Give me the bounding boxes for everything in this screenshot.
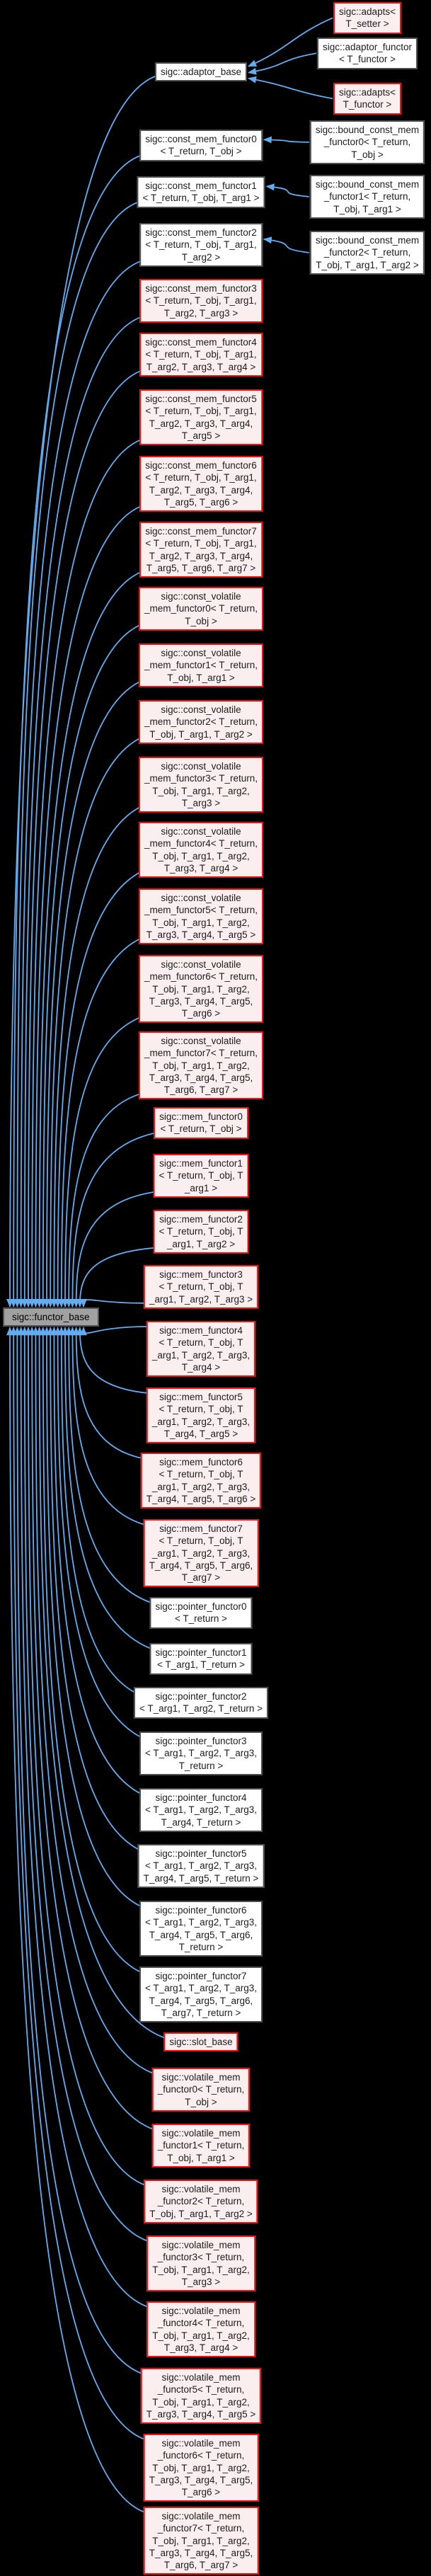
class-node-pointer-functor6[interactable]: sigc::pointer_functor6 < T_arg1, T_arg2,…	[139, 1901, 263, 1957]
inheritance-edge	[69, 1132, 156, 1307]
inheritance-edge	[35, 1327, 166, 2039]
class-node-const-mem-functor0[interactable]: sigc::const_mem_functor0 < T_return, T_o…	[139, 130, 263, 161]
class-node-pointer-functor5[interactable]: sigc::pointer_functor5 < T_arg1, T_arg2,…	[137, 1844, 265, 1888]
inheritance-edge	[6, 75, 157, 1307]
class-node-volatile-mem-functor4[interactable]: sigc::volatile_mem _functor4< T_return, …	[146, 2301, 255, 2358]
inheritance-edge	[35, 571, 142, 1307]
inheritance-edge	[76, 1247, 155, 1307]
inheritance-edge	[10, 1327, 146, 2440]
class-node-mem-functor2[interactable]: sigc::mem_functor2 < T_return, T_obj, T …	[153, 1210, 249, 1254]
inheritance-edge	[57, 1327, 136, 1693]
class-node-const-volatile-mem-functor7[interactable]: sigc::const_volatile _mem_functor7< T_re…	[139, 1031, 263, 1100]
class-node-const-volatile-mem-functor2[interactable]: sigc::const_volatile _mem_functor2< T_re…	[139, 700, 263, 744]
class-node-volatile-mem-functor1[interactable]: sigc::volatile_mem _functor1< T_return, …	[151, 2124, 251, 2168]
class-node-const-volatile-mem-functor5[interactable]: sigc::const_volatile _mem_functor5< T_re…	[139, 888, 263, 945]
class-node-const-mem-functor1[interactable]: sigc::const_mem_functor1 < T_return, T_o…	[137, 176, 265, 208]
class-node-const-mem-functor6[interactable]: sigc::const_mem_functor6 < T_return, T_o…	[139, 456, 263, 513]
class-node-const-mem-functor3[interactable]: sigc::const_mem_functor3 < T_return, T_o…	[139, 279, 263, 323]
class-node-const-volatile-mem-functor0[interactable]: sigc::const_volatile _mem_functor0< T_re…	[139, 587, 263, 631]
class-node-pointer-functor4[interactable]: sigc::pointer_functor4 < T_arg1, T_arg2,…	[139, 1788, 263, 1832]
inheritance-edge	[80, 1298, 145, 1307]
inheritance-edge	[69, 1327, 145, 1525]
class-node-volatile-mem-functor3[interactable]: sigc::volatile_mem _functor3< T_return, …	[146, 2236, 255, 2292]
inheritance-edge	[39, 1327, 142, 1973]
class-node-mem-functor1[interactable]: sigc::mem_functor1 < T_return, T_obj, T …	[153, 1154, 249, 1198]
class-node-volatile-mem-functor2[interactable]: sigc::volatile_mem _functor2< T_return, …	[144, 2180, 258, 2223]
inheritance-edge	[62, 1017, 141, 1307]
inheritance-edge	[248, 52, 317, 75]
class-node-adapts-functor[interactable]: sigc::adapts< T_functor >	[333, 83, 401, 115]
inheritance-edge	[21, 1327, 149, 2242]
class-node-mem-functor6[interactable]: sigc::mem_functor6 < T_return, T_obj, T …	[140, 1453, 262, 1509]
inheritance-edge	[248, 17, 333, 67]
inheritance-edge	[17, 260, 142, 1307]
inheritance-edge	[47, 1327, 140, 1850]
inheritance-edge	[263, 236, 309, 253]
class-node-bound-const-mem-functor2[interactable]: sigc::bound_const_mem _functor2< T_retur…	[309, 231, 425, 275]
inheritance-edge	[54, 1327, 142, 1738]
inheritance-edge	[10, 154, 142, 1307]
inheritance-edge	[28, 439, 142, 1307]
inheritance-edge	[265, 183, 309, 198]
inheritance-edge	[62, 1327, 151, 1649]
class-node-mem-functor5[interactable]: sigc::mem_functor5 < T_return, T_obj, T …	[146, 1387, 256, 1444]
class-node-const-mem-functor2[interactable]: sigc::const_mem_functor2 < T_return, T_o…	[139, 223, 263, 267]
inheritance-edge	[25, 1327, 146, 2186]
class-node-mem-functor0[interactable]: sigc::mem_functor0 < T_return, T_obj >	[154, 1107, 248, 1139]
class-node-bound-const-mem-functor1[interactable]: sigc::bound_const_mem _functor1< T_retur…	[309, 175, 425, 219]
inheritance-edge	[80, 1326, 148, 1336]
inheritance-edge	[39, 624, 141, 1307]
inheritance-edge	[6, 1327, 146, 2513]
class-node-pointer-functor7[interactable]: sigc::pointer_functor7 < T_arg1, T_arg2,…	[139, 1967, 263, 2023]
class-node-const-mem-functor5[interactable]: sigc::const_mem_functor5 < T_return, T_o…	[139, 389, 263, 446]
class-node-mem-functor4[interactable]: sigc::mem_functor4 < T_return, T_obj, T …	[146, 1321, 256, 1378]
class-node-slot-base[interactable]: sigc::slot_base	[163, 2032, 239, 2052]
class-node-pointer-functor0[interactable]: sigc::pointer_functor0 < T_return >	[149, 1597, 253, 1629]
class-node-const-volatile-mem-functor4[interactable]: sigc::const_volatile _mem_functor4< T_re…	[139, 822, 263, 878]
class-node-const-mem-functor7[interactable]: sigc::const_mem_functor7 < T_return, T_o…	[139, 522, 263, 578]
class-node-adapts-setter[interactable]: sigc::adapts< T_setter >	[333, 2, 401, 34]
class-node-volatile-mem-functor0[interactable]: sigc::volatile_mem _functor0< T_return, …	[151, 2068, 251, 2112]
class-node-const-volatile-mem-functor1[interactable]: sigc::const_volatile _mem_functor1< T_re…	[139, 643, 263, 687]
class-node-const-volatile-mem-functor6[interactable]: sigc::const_volatile _mem_functor6< T_re…	[139, 955, 263, 1024]
class-node-const-mem-functor4[interactable]: sigc::const_mem_functor4 < T_return, T_o…	[139, 333, 263, 377]
inheritance-edge	[32, 1327, 154, 2074]
inheritance-edge	[13, 1327, 143, 2374]
inheritance-edge	[43, 680, 141, 1307]
class-node-mem-functor7[interactable]: sigc::mem_functor7 < T_return, T_obj, T …	[143, 1519, 259, 1588]
inheritance-edge	[32, 505, 142, 1307]
inheritance-edge	[263, 136, 309, 144]
inheritance-edge	[72, 1327, 142, 1459]
inheritance-edge	[13, 201, 139, 1307]
inheritance-edge	[21, 316, 142, 1307]
class-node-pointer-functor1[interactable]: sigc::pointer_functor1 < T_arg1, T_retur…	[149, 1643, 253, 1675]
inheritance-edge	[50, 806, 141, 1307]
inheritance-edge	[54, 871, 141, 1307]
class-node-mem-functor3[interactable]: sigc::mem_functor3 < T_return, T_obj, T …	[143, 1265, 259, 1309]
class-node-const-volatile-mem-functor3[interactable]: sigc::const_volatile _mem_functor3< T_re…	[139, 757, 263, 813]
inheritance-edge	[65, 1327, 151, 1603]
inheritance-edge	[248, 76, 333, 100]
class-node-pointer-functor2[interactable]: sigc::pointer_functor2 < T_arg1, T_arg2,…	[133, 1687, 269, 1719]
class-node-adaptor-functor[interactable]: sigc::adaptor_functor < T_functor >	[316, 38, 418, 69]
inheritance-edge	[76, 1327, 148, 1394]
class-node-pointer-functor3[interactable]: sigc::pointer_functor3 < T_arg1, T_arg2,…	[139, 1731, 263, 1775]
inheritance-edge	[50, 1327, 142, 1794]
inheritance-edge	[72, 1191, 155, 1307]
inheritance-edge	[47, 737, 141, 1307]
inheritance-edge	[43, 1327, 142, 1907]
inheritance-edge	[57, 938, 141, 1307]
class-node-volatile-mem-functor7[interactable]: sigc::volatile_mem _functor7< T_return, …	[143, 2507, 259, 2575]
class-node-bound-const-mem-functor0[interactable]: sigc::bound_const_mem _functor0< T_retur…	[309, 120, 425, 164]
inheritance-edge	[17, 1327, 149, 2308]
class-node-adaptor-base[interactable]: sigc::adaptor_base	[154, 62, 248, 82]
class-node-functor-base[interactable]: sigc::functor_base	[3, 1307, 99, 1327]
class-node-volatile-mem-functor5[interactable]: sigc::volatile_mem _functor5< T_return, …	[140, 2368, 262, 2425]
inheritance-edge	[28, 1327, 154, 2130]
inheritance-edge	[65, 1093, 141, 1307]
class-node-volatile-mem-functor6[interactable]: sigc::volatile_mem _functor6< T_return, …	[143, 2434, 259, 2502]
inheritance-edge	[25, 370, 142, 1307]
